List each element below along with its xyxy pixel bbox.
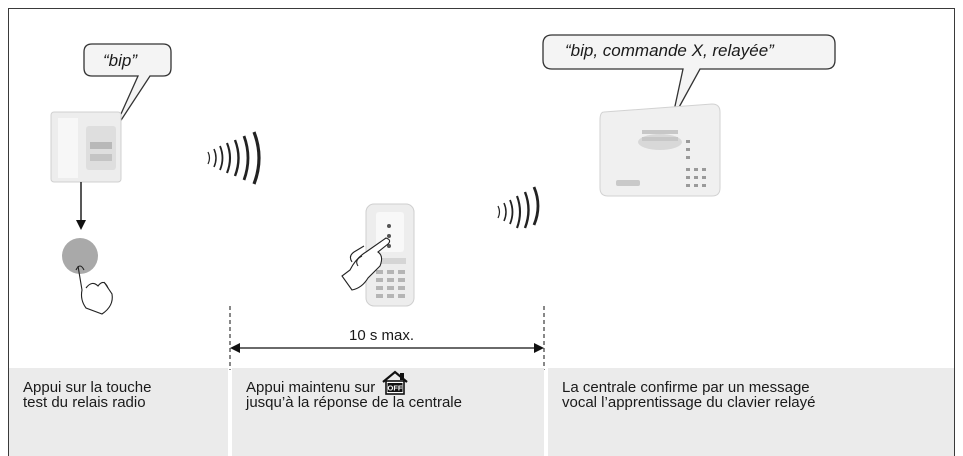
relay-module-icon — [50, 111, 122, 183]
speech-bubble-right — [542, 34, 836, 121]
pointing-hand-icon — [75, 265, 113, 315]
step-text-1: Appui sur la touche test du relais radio — [23, 379, 152, 411]
step-panel-3: La centrale confirme par un message voca… — [548, 368, 954, 456]
svg-text:OFF: OFF — [388, 384, 403, 393]
arrow-down-icon — [76, 182, 86, 230]
duration-label: 10 s max. — [349, 327, 415, 344]
speech-bubble-left — [83, 43, 172, 135]
step-text-2: Appui maintenu sur jusqu’à la réponse de… — [246, 379, 462, 411]
house-off-key-icon: OFF — [382, 370, 408, 395]
duration-arrow — [230, 343, 544, 353]
test-button-icon — [62, 238, 98, 274]
control-unit-icon — [599, 103, 721, 197]
bubble-text-right: “bip, commande X, relayée” — [565, 41, 774, 60]
step-panel-2: Appui maintenu sur jusqu’à la réponse de… — [232, 368, 544, 456]
diagram-frame — [8, 8, 955, 456]
step-text-3: La centrale confirme par un message voca… — [562, 379, 816, 411]
step-panel-1: Appui sur la touche test du relais radio — [9, 368, 228, 456]
pointing-hand-icon — [341, 237, 391, 291]
bubble-text-left: “bip” — [103, 51, 138, 70]
radio-waves-icon — [497, 186, 540, 229]
keypad-icon — [365, 203, 415, 307]
radio-waves-icon — [207, 131, 261, 185]
